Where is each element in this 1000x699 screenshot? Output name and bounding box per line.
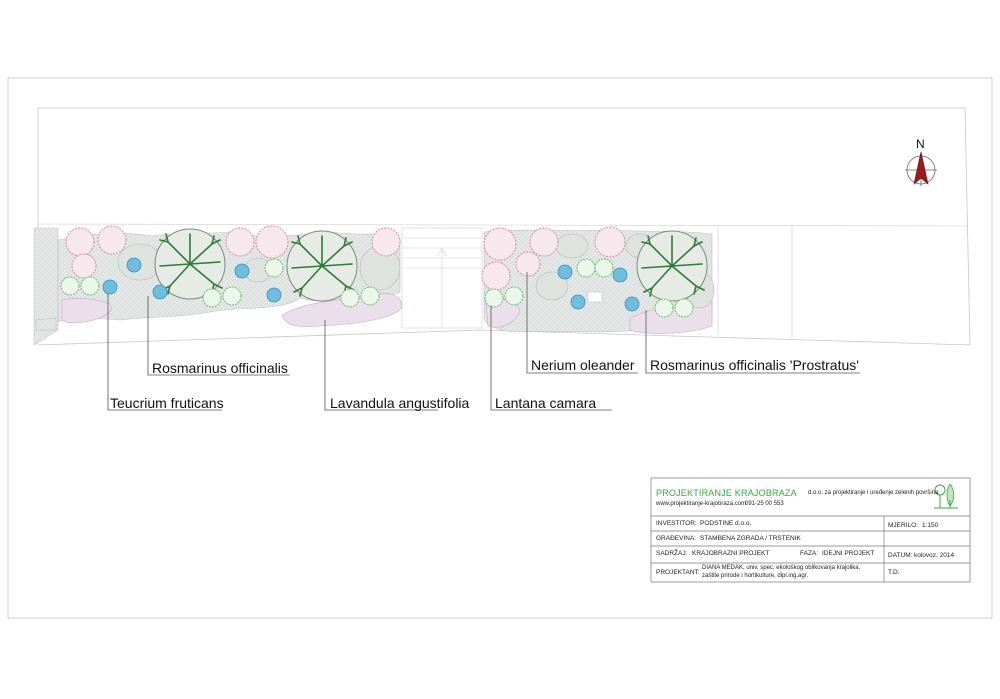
projektant-label: PROJEKTANT: xyxy=(656,569,700,576)
shrub-masses xyxy=(117,233,715,309)
rosmarinus-plant xyxy=(152,284,168,300)
faza-label: FAZA: xyxy=(800,550,819,557)
gradevina-label: GRAĐEVINA: xyxy=(656,535,697,542)
oleander-plant xyxy=(71,253,97,279)
tree-canopies xyxy=(154,228,708,302)
north-arrow xyxy=(905,151,937,186)
lantana-plant xyxy=(654,298,674,318)
projektant-line-2: zaštite prirode i hortikulture, dipl.ing… xyxy=(702,573,809,579)
lantana-plant xyxy=(60,276,80,296)
lantana-plant xyxy=(202,288,222,308)
company-website: www.projektiranje-krajobraza.com xyxy=(656,501,747,507)
lantana-plant xyxy=(576,258,596,278)
oleander-plant xyxy=(594,226,626,258)
plot-inner-line xyxy=(37,223,969,227)
lantana-plant xyxy=(674,298,694,318)
rosmarinus-plant xyxy=(570,294,586,310)
oleander-plant xyxy=(483,227,517,261)
leader-nerium xyxy=(526,272,638,374)
rosmarinus-plant xyxy=(266,287,282,303)
lantana-plant xyxy=(484,288,504,308)
sadrzaj-label: SADRŽAJ: xyxy=(656,550,688,557)
oleander-plant xyxy=(371,227,401,257)
label-nerium-oleander: Nerium oleander xyxy=(531,357,635,373)
lantana-plant xyxy=(504,286,524,306)
north-label: N xyxy=(916,137,925,151)
label-teucrium-fruticans: Teucrium fruticans xyxy=(110,395,224,411)
lantana-camara-group xyxy=(60,258,694,318)
leader-lavandula xyxy=(324,320,438,411)
title-block-frame xyxy=(650,477,971,583)
leader-rosmarinus xyxy=(147,296,290,376)
blue-shrub-group xyxy=(102,257,640,312)
company-suffix: d.o.o. za projektiranje i uređenje zelen… xyxy=(808,490,939,496)
datum-label: DATUM: xyxy=(888,552,913,559)
company-phone: 091-25 00 553 xyxy=(745,501,784,507)
lantana-plant xyxy=(340,288,360,308)
leader-rosmarinus-prostratus xyxy=(645,310,860,374)
company-logo xyxy=(934,483,958,509)
oleander-plant xyxy=(529,227,559,257)
rosmarinus-plant xyxy=(126,257,142,273)
oleander-plant xyxy=(65,227,95,257)
oleander-plant xyxy=(515,251,541,277)
oleander-plant xyxy=(255,225,289,259)
investitor-value: PODSTINE d.o.o. xyxy=(700,520,752,527)
label-leaders xyxy=(107,272,860,411)
lantana-plant xyxy=(360,286,380,306)
rosmarinus-plant xyxy=(557,264,573,280)
label-lantana-camara: Lantana camara xyxy=(495,395,597,411)
lantana-plant xyxy=(222,286,242,306)
rosmarinus-plant xyxy=(612,267,628,283)
sadrzaj-value: KRAJOBRAZNI PROJEKT xyxy=(692,550,770,557)
label-rosmarinus-prostratus: Rosmarinus officinalis 'Prostratus' xyxy=(650,357,859,373)
lantana-plant xyxy=(594,258,614,278)
label-rosmarinus-officinalis: Rosmarinus officinalis xyxy=(152,360,288,376)
mjerilo-label: MJERILO: xyxy=(888,522,918,529)
oleander-plant xyxy=(225,227,255,257)
rosmarinus-plant xyxy=(624,296,640,312)
investitor-label: INVESTITOR: xyxy=(656,520,697,527)
lantana-plant xyxy=(264,258,284,278)
rosmarinus-plant xyxy=(234,263,250,279)
mjerilo-value: 1:150 xyxy=(922,522,939,529)
faza-value: IDEJNI PROJEKT xyxy=(822,550,875,557)
company-name: PROJEKTIRANJE KRAJOBRAZA xyxy=(656,488,797,498)
leader-teucrium xyxy=(107,294,222,411)
projektant-line-1: DIANA MEDAK, univ. spec. ekološkog oblik… xyxy=(702,565,861,571)
oleander-plant xyxy=(481,261,511,291)
leader-lantana xyxy=(490,306,612,411)
nerium-oleander-group xyxy=(65,225,626,291)
tree xyxy=(636,230,708,302)
label-lavandula-angustifolia: Lavandula angustifolia xyxy=(330,395,470,411)
oleander-plant xyxy=(97,225,127,255)
td-value: T.D. xyxy=(888,569,900,576)
sheet-border xyxy=(7,77,993,619)
tree xyxy=(286,230,358,302)
teucrium-plant xyxy=(102,279,118,295)
gradevina-value: STAMBENA ZGRADA / TRSTENIK xyxy=(700,535,801,542)
datum-value: kolovoz, 2014 xyxy=(914,552,955,559)
lantana-plant xyxy=(80,276,100,296)
central-steps xyxy=(401,227,483,329)
